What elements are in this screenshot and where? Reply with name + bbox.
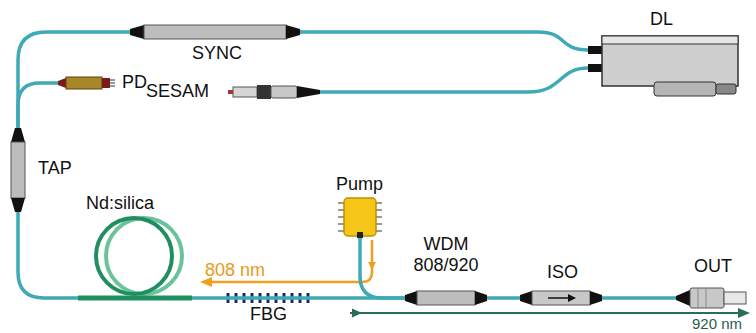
shape-part: [110, 86, 115, 87]
shape-part: [96, 218, 172, 294]
wavelength-label: 808 nm: [205, 260, 265, 280]
shape-part: [11, 128, 25, 142]
component-label: OUT: [694, 256, 732, 277]
shape-part: [257, 85, 271, 99]
shape-part: [66, 77, 102, 89]
component-symbol: [338, 198, 382, 236]
shape-part: [271, 86, 297, 98]
optical-fiber: [487, 296, 520, 300]
component-label: SYNC: [192, 43, 242, 64]
component-label: ISO: [547, 262, 578, 283]
shape-part: [654, 82, 716, 96]
shape-part: [376, 209, 382, 211]
arrow-head: [368, 262, 376, 270]
pump-diode: Pump: [338, 198, 382, 236]
component-label: WDM 808/920: [401, 234, 491, 276]
component-symbol: [676, 286, 746, 310]
shape-part: [532, 291, 590, 305]
shape-part: [338, 223, 344, 225]
shape-part: [602, 36, 738, 86]
component-symbol: [130, 23, 300, 41]
component-symbol: [78, 215, 192, 302]
shape-part: [11, 142, 25, 198]
optical-fiber: [18, 83, 58, 128]
shape-part: [58, 78, 66, 88]
label-holder: 920 nm: [692, 315, 742, 332]
arrow-head: [352, 309, 362, 318]
component-symbol: [228, 84, 320, 100]
shape-part: [11, 198, 25, 212]
photodiode: PD: [58, 77, 114, 89]
component-symbol: [588, 36, 738, 98]
component-label: Pump: [336, 174, 383, 195]
shape-part: [376, 223, 382, 225]
sync-fiber: SYNC: [130, 23, 300, 41]
shape-part: [233, 87, 257, 97]
shape-part: [602, 36, 738, 44]
optical-fiber: [18, 32, 130, 128]
shape-part: [698, 288, 699, 308]
optical-fiber: [602, 296, 676, 300]
signal-arrow: [350, 312, 738, 314]
shape-part: [338, 216, 344, 218]
delay-line: DL: [588, 36, 738, 98]
shape-part: [338, 209, 344, 211]
shape-part: [357, 232, 363, 238]
shape-part: [110, 80, 115, 81]
shape-part: [297, 86, 320, 98]
sesam-connector: SESAM: [228, 84, 320, 100]
shape-part: [286, 25, 300, 39]
component-symbol: [405, 290, 487, 306]
shape-part: [110, 83, 115, 84]
shape-part: [144, 25, 286, 39]
component-symbol: [9, 128, 27, 212]
optical-fiber: [320, 68, 588, 92]
shape-part: [338, 202, 344, 204]
output-connector: OUT: [676, 286, 746, 310]
shape-part: [548, 297, 570, 299]
component-label: PD: [122, 72, 147, 93]
shape-part: [102, 78, 110, 88]
shape-part: [376, 202, 382, 204]
component-label: TAP: [38, 158, 72, 179]
shape-part: [405, 291, 417, 305]
wavelength-label: FBG: [250, 304, 287, 324]
shape-part: [676, 290, 690, 306]
shape-part: [716, 84, 736, 94]
wavelength-label: 920 nm: [692, 315, 742, 332]
component-label: DL: [650, 9, 673, 30]
shape-part: [520, 291, 532, 305]
tap-coupler: TAP: [9, 128, 27, 212]
optical-fiber: [300, 32, 588, 50]
shape-part: [376, 230, 382, 232]
component-label: Nd:silica: [86, 193, 154, 214]
optical-fiber: [18, 212, 78, 298]
isolator: ISO: [520, 290, 602, 306]
shape-part: [228, 90, 233, 94]
label-holder: FBG: [250, 304, 287, 324]
optical-fiber: [360, 236, 405, 298]
label-holder: 808 nm: [205, 260, 265, 280]
gain-fiber-coil: Nd:silica: [78, 215, 192, 302]
shape-part: [78, 296, 192, 301]
shape-part: [568, 294, 576, 302]
wdm-coupler: WDM 808/920: [405, 290, 487, 306]
shape-part: [130, 25, 144, 39]
shape-part: [344, 198, 376, 236]
shape-part: [475, 291, 487, 305]
shape-part: [590, 291, 602, 305]
component-label: SESAM: [146, 81, 209, 102]
shape-part: [690, 288, 724, 308]
shape-part: [724, 292, 746, 304]
shape-part: [706, 288, 707, 308]
shape-part: [417, 291, 475, 305]
component-symbol: [58, 77, 114, 89]
shape-part: [338, 230, 344, 232]
component-symbol: [520, 290, 602, 306]
shape-part: [376, 216, 382, 218]
